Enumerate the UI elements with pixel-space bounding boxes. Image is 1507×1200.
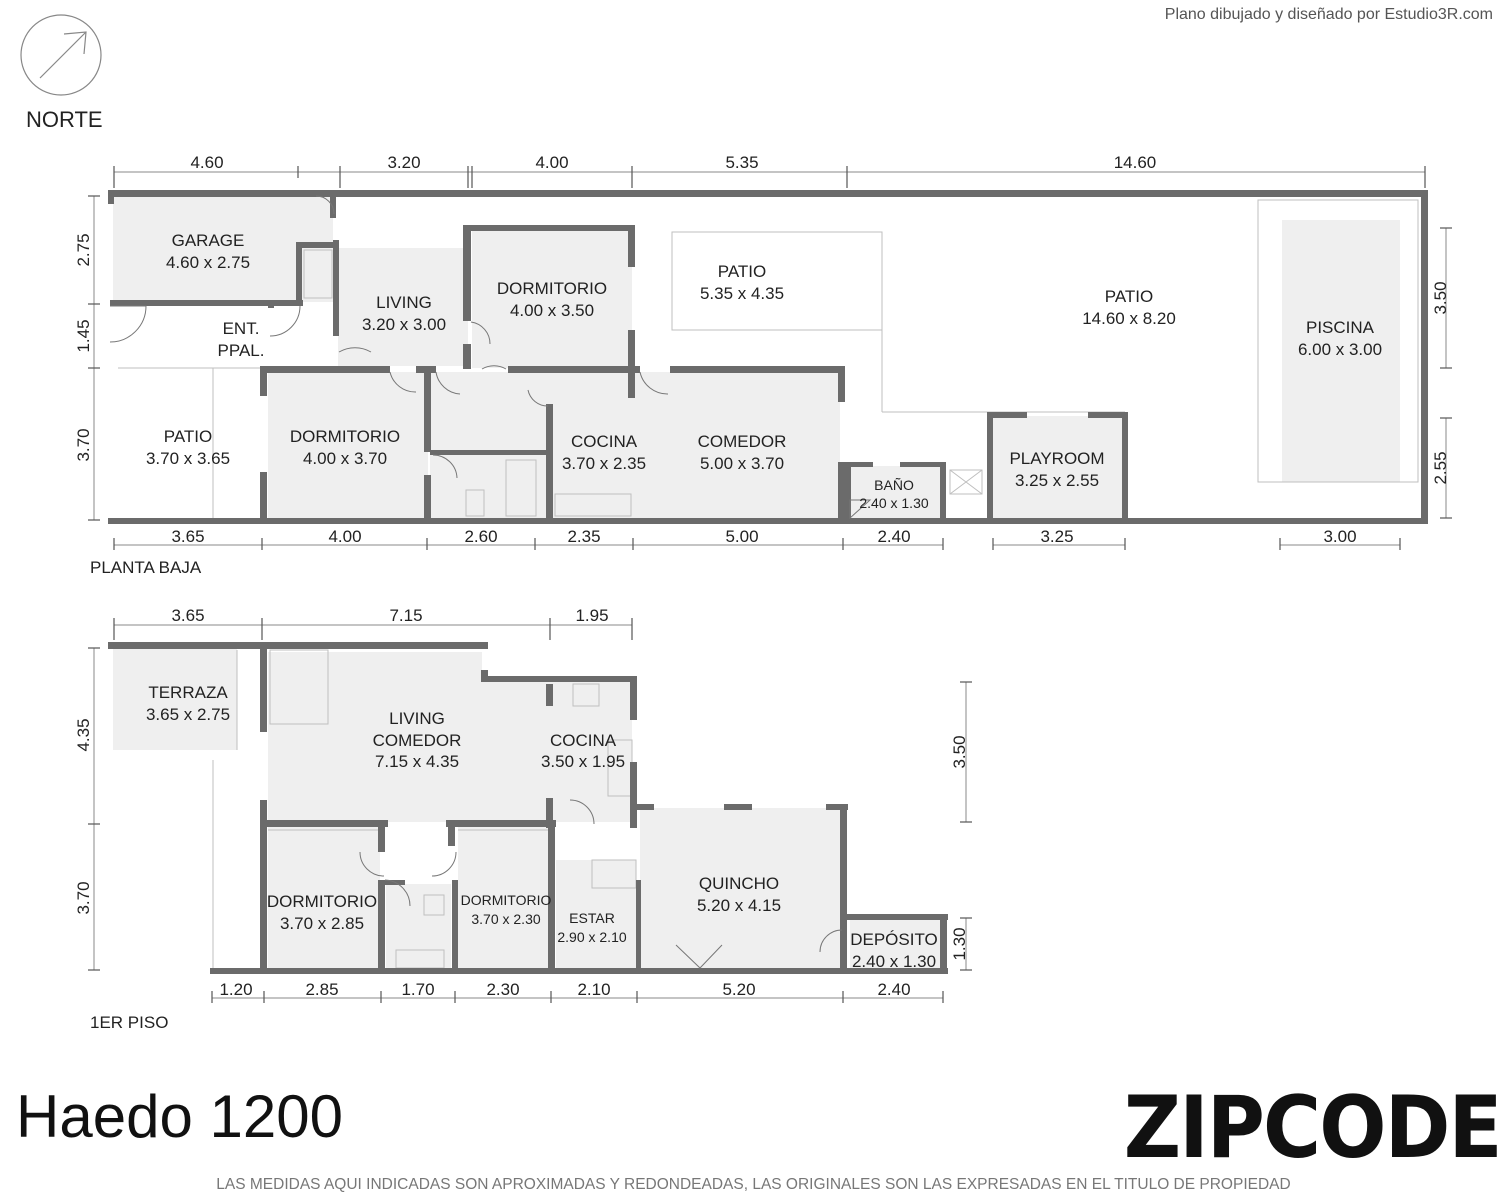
p1-dormitorio2-name: DORMITORIO	[461, 892, 552, 908]
pb-patio2-size: 14.60 x 8.20	[1082, 309, 1176, 328]
p1-dormitorio2-size: 3.70 x 2.30	[471, 911, 540, 927]
pb-dim-bottom-5: 5.00	[725, 527, 758, 546]
credit-text: Plano dibujado y diseñado por Estudio3R.…	[1164, 6, 1493, 23]
pb-dim-bottom-8: 3.00	[1323, 527, 1356, 546]
p1-dim-bottom-6: 5.20	[722, 980, 755, 999]
p1-dim-left-1: 4.35	[74, 718, 93, 751]
p1-dim-bottom-2: 2.85	[305, 980, 338, 999]
pb-cocina-size: 3.70 x 2.35	[562, 454, 646, 473]
p1-dim-top-3: 1.95	[575, 606, 608, 625]
pb-playroom-name: PLAYROOM	[1009, 449, 1104, 468]
pb-dormitorio1-name: DORMITORIO	[497, 279, 607, 298]
pb-dim-left-1: 2.75	[74, 233, 93, 266]
pb-patio3-size: 3.70 x 3.65	[146, 449, 230, 468]
north-label: NORTE	[26, 107, 103, 132]
pb-dim-bottom-1: 3.65	[171, 527, 204, 546]
p1-quincho-name: QUINCHO	[699, 874, 779, 893]
pb-ent-line1: ENT.	[223, 319, 260, 338]
p1-dim-bottom-3: 1.70	[401, 980, 434, 999]
p1-quincho-size: 5.20 x 4.15	[697, 896, 781, 915]
p1-deposito-size: 2.40 x 1.30	[852, 952, 936, 971]
p1-dormitorio1-size: 3.70 x 2.85	[280, 914, 364, 933]
pb-piscina-size: 6.00 x 3.00	[1298, 340, 1382, 359]
pb-patio2-name: PATIO	[1105, 287, 1154, 306]
pb-dim-top-4: 5.35	[725, 153, 758, 172]
p1-living-line2: COMEDOR	[373, 731, 462, 750]
p1-cocina-size: 3.50 x 1.95	[541, 752, 625, 771]
pb-garage-name: GARAGE	[172, 231, 245, 250]
p1-deposito-name: DEPÓSITO	[850, 930, 938, 949]
pb-piscina-name: PISCINA	[1306, 318, 1375, 337]
p1-dim-right-1: 3.50	[950, 735, 969, 768]
pb-dim-bottom-2: 4.00	[328, 527, 361, 546]
pb-dim-top-2: 3.20	[387, 153, 420, 172]
p1-terraza-size: 3.65 x 2.75	[146, 705, 230, 724]
p1-dimensions-left	[88, 647, 100, 971]
pb-playroom-size: 3.25 x 2.55	[1015, 471, 1099, 490]
pb-patio1-name: PATIO	[718, 262, 767, 281]
pb-bano-size: 2.40 x 1.30	[859, 495, 928, 511]
disclaimer-text: LAS MEDIDAS AQUI INDICADAS SON APROXIMAD…	[216, 1176, 1291, 1193]
pb-dim-left-2: 1.45	[74, 319, 93, 352]
p1-estar-size: 2.90 x 2.10	[557, 929, 626, 945]
pb-dormitorio2-name: DORMITORIO	[290, 427, 400, 446]
p1-dim-top-2: 7.15	[389, 606, 422, 625]
p1-estar-name: ESTAR	[569, 910, 615, 926]
pb-living-size: 3.20 x 3.00	[362, 315, 446, 334]
pb-dormitorio1-size: 4.00 x 3.50	[510, 301, 594, 320]
primer-piso-plan	[108, 642, 948, 974]
p1-section-label: 1ER PISO	[90, 1013, 168, 1032]
pb-comedor-name: COMEDOR	[698, 432, 787, 451]
pb-dimensions-top	[113, 166, 1426, 188]
p1-dimensions-top	[113, 618, 633, 640]
pb-dim-top-5: 14.60	[1114, 153, 1157, 172]
planta-baja-plan	[108, 190, 1428, 524]
north-arrow-icon	[20, 14, 102, 96]
pb-dim-left-3: 3.70	[74, 428, 93, 461]
p1-living-line1: LIVING	[389, 709, 445, 728]
pb-dim-bottom-6: 2.40	[877, 527, 910, 546]
pb-dormitorio2-size: 4.00 x 3.70	[303, 449, 387, 468]
pb-ent-line2: PPAL.	[218, 341, 265, 360]
pb-dim-right-1: 3.50	[1431, 281, 1450, 314]
pb-dim-bottom-4: 2.35	[567, 527, 600, 546]
pb-bano-name: BAÑO	[874, 477, 914, 493]
pb-dim-bottom-7: 3.25	[1040, 527, 1073, 546]
pb-cocina-name: COCINA	[571, 432, 638, 451]
p1-dim-right-2: 1.30	[950, 927, 969, 960]
p1-dimensions-right	[960, 681, 972, 971]
pb-living-name: LIVING	[376, 293, 432, 312]
pb-dim-bottom-3: 2.60	[464, 527, 497, 546]
p1-terraza-name: TERRAZA	[148, 683, 228, 702]
p1-dimensions-bottom	[211, 991, 944, 1003]
pb-section-label: PLANTA BAJA	[90, 558, 202, 577]
pb-comedor-size: 5.00 x 3.70	[700, 454, 784, 473]
p1-cocina-name: COCINA	[550, 731, 617, 750]
pb-dimensions-bottom	[113, 538, 1401, 550]
p1-dormitorio1-name: DORMITORIO	[267, 892, 377, 911]
pb-dimensions-left	[88, 195, 100, 521]
property-title: Haedo 1200	[16, 1083, 343, 1150]
p1-dim-bottom-1: 1.20	[219, 980, 252, 999]
p1-dim-bottom-7: 2.40	[877, 980, 910, 999]
pb-garage-size: 4.60 x 2.75	[166, 253, 250, 272]
brand-logo: ZIPCODE	[1124, 1078, 1503, 1178]
pb-dim-top-1: 4.60	[190, 153, 223, 172]
pb-dimensions-right	[1440, 227, 1452, 519]
pb-patio3-name: PATIO	[164, 427, 213, 446]
pb-patio1-size: 5.35 x 4.35	[700, 284, 784, 303]
p1-dim-left-2: 3.70	[74, 881, 93, 914]
pb-dim-top-3: 4.00	[535, 153, 568, 172]
p1-dim-bottom-4: 2.30	[486, 980, 519, 999]
p1-dim-top-1: 3.65	[171, 606, 204, 625]
p1-dim-bottom-5: 2.10	[577, 980, 610, 999]
pb-dim-right-2: 2.55	[1431, 451, 1450, 484]
p1-living-size: 7.15 x 4.35	[375, 752, 459, 771]
